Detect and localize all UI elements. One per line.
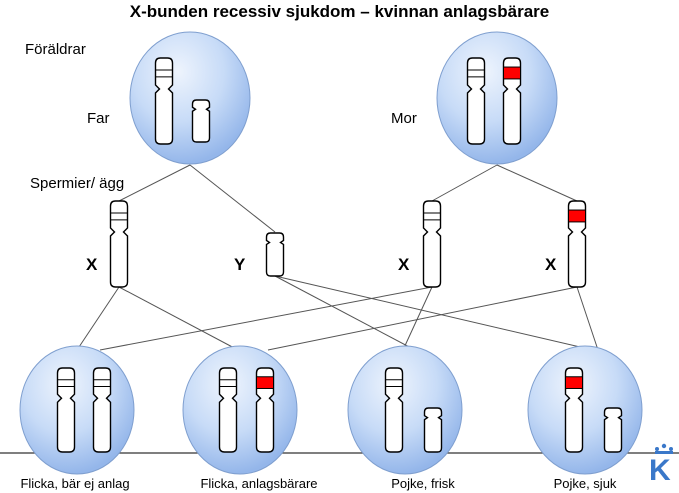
child-cell-4	[527, 345, 643, 475]
gamete-label-mother-x: X	[398, 255, 410, 274]
gamete-mother-x-healthy	[422, 200, 442, 288]
allele-marker	[256, 376, 274, 389]
line-father-to-y-gamete	[189, 164, 276, 233]
child-cell-3	[347, 345, 463, 475]
inheritance-lines	[76, 164, 599, 351]
gametes-label: Spermier/ ägg	[30, 175, 125, 192]
child-4-chromosome-x	[564, 367, 584, 453]
child-3-chromosome-y	[423, 407, 443, 453]
chromosome-outline	[265, 232, 285, 277]
chromosome-outline	[384, 367, 404, 453]
mother-chromosome-x	[466, 57, 486, 145]
chromosome-outline	[109, 200, 129, 288]
chromosomes	[56, 57, 623, 453]
father-chromosome-y	[191, 99, 211, 143]
line-mx-to-daughter1	[99, 286, 433, 351]
chromosome-outline	[466, 57, 486, 145]
mother-chromosome-x-carrier	[502, 57, 522, 145]
chromosome-outline	[218, 367, 238, 453]
gamete-label-father-y: Y	[234, 255, 246, 274]
chromosome-outline	[423, 407, 443, 453]
child-1-chromosome-x-paternal	[56, 367, 76, 453]
chromosome-outline	[567, 200, 587, 288]
child-label-son-healthy: Pojke, frisk	[391, 476, 455, 491]
child-label-daughter-carrier: Flicka, anlagsbärare	[200, 476, 318, 491]
chromosome-outline	[564, 367, 584, 453]
child-2-chromosome-x-maternal	[255, 367, 275, 453]
child-4-chromosome-y	[603, 407, 623, 453]
child-3-chromosome-x	[384, 367, 404, 453]
chromosome-outline	[502, 57, 522, 145]
line-y-to-son2	[274, 275, 594, 351]
chromosome-outline	[255, 367, 275, 453]
allele-marker	[503, 66, 521, 80]
chromosome-outline	[92, 367, 112, 453]
line-mother-to-x-gamete	[431, 164, 498, 202]
line-mother-to-carrier-x-gamete	[496, 164, 578, 202]
child-label-daughter-noncarrier: Flicka, bär ej anlag	[20, 476, 130, 491]
chromosome-outline	[422, 200, 442, 288]
diagram-title: X-bunden recessiv sjukdom – kvinnan anla…	[129, 2, 550, 21]
child-2-chromosome-x-paternal	[218, 367, 238, 453]
gamete-father-x	[109, 200, 129, 288]
line-father-to-x-gamete	[118, 164, 191, 202]
chromosome-outline	[191, 99, 211, 143]
gamete-father-y	[265, 232, 285, 277]
parents-label: Föräldrar	[25, 41, 86, 58]
chromosome-outline	[154, 57, 174, 145]
line-mx-to-son1	[402, 286, 433, 351]
gamete-mother-x-carrier	[567, 200, 587, 288]
child-cell-1	[19, 345, 135, 475]
father-label: Far	[87, 110, 110, 127]
parent-cell-father	[129, 31, 251, 165]
allele-marker	[565, 376, 583, 389]
line-mxc-to-daughter2	[267, 286, 578, 351]
chromosome-outline	[56, 367, 76, 453]
chromosome-outline	[603, 407, 623, 453]
gamete-label-father-x: X	[86, 255, 98, 274]
allele-marker	[568, 209, 586, 223]
line-fx-to-daughter1	[76, 286, 120, 351]
gamete-label-mother-x-carrier: X	[545, 255, 557, 274]
parent-cell-mother	[436, 31, 558, 165]
line-y-to-son1	[274, 275, 416, 351]
father-chromosome-x	[154, 57, 174, 145]
child-cell-2	[182, 345, 298, 475]
mother-label: Mor	[391, 110, 417, 127]
line-mxc-to-son2	[576, 286, 599, 351]
logo-letter: K	[649, 454, 671, 487]
child-label-son-affected: Pojke, sjuk	[553, 476, 617, 491]
line-fx-to-daughter2	[118, 286, 239, 351]
child-1-chromosome-x-maternal	[92, 367, 112, 453]
